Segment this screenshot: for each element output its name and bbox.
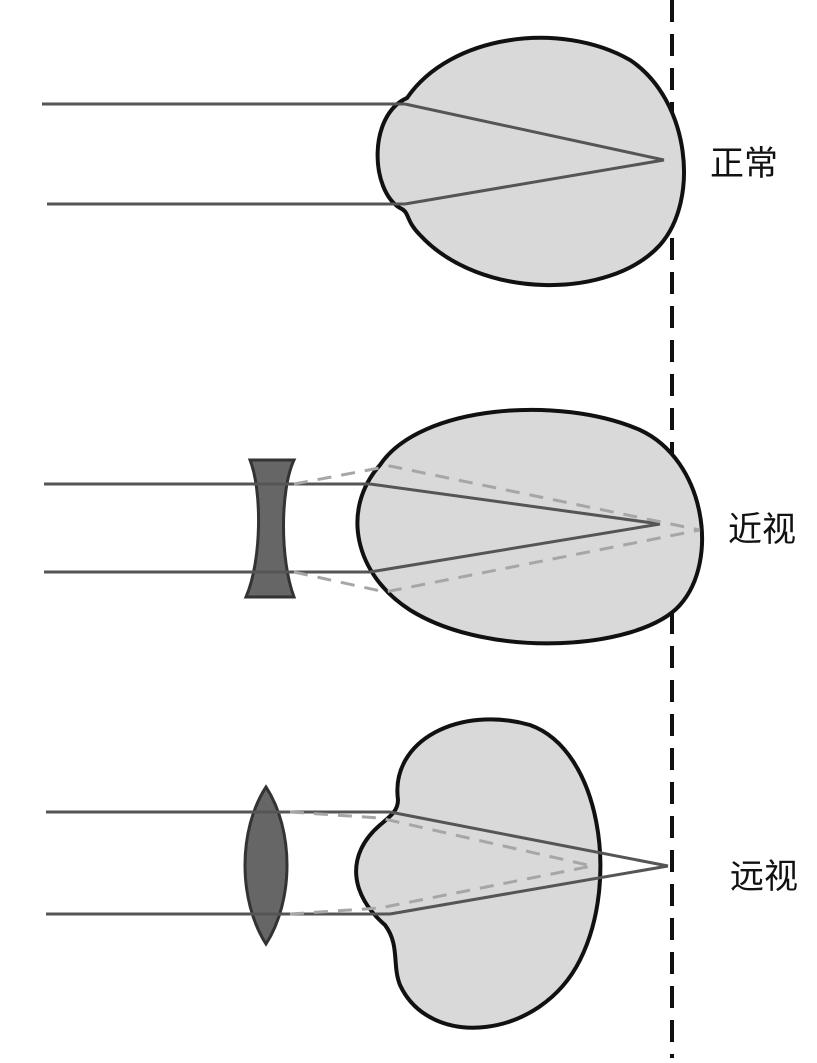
label-myopia: 近视 — [728, 510, 796, 550]
hyperopia-refracted-ray-top — [389, 810, 669, 868]
normal-eyeball — [375, 35, 686, 287]
normal-refracted-ray-bottom — [404, 158, 665, 206]
label-hyperopia: 远视 — [730, 857, 798, 897]
myopia-eye-group — [44, 407, 705, 646]
myopia-refracted-ray-top — [369, 482, 661, 526]
hyperopia-corrected-ray-bottom — [289, 864, 593, 916]
hyperopia-corrected-ray-top — [289, 810, 593, 868]
normal-refracted-ray-top — [404, 102, 665, 162]
myopia-refracted-ray-bottom — [369, 522, 661, 574]
concave-lens — [243, 458, 297, 599]
label-normal: 正常 — [710, 144, 778, 184]
hyperopia-eyeball — [354, 717, 603, 1030]
myopia-corrected-ray-top — [293, 464, 701, 532]
normal-eye-group — [42, 35, 686, 287]
hyperopia-refracted-ray-bottom — [389, 864, 669, 916]
hyperopia-eye-group — [46, 717, 669, 1030]
myopia-eyeball — [355, 407, 705, 646]
convex-lens — [243, 784, 289, 947]
myopia-corrected-ray-bottom — [293, 528, 701, 594]
